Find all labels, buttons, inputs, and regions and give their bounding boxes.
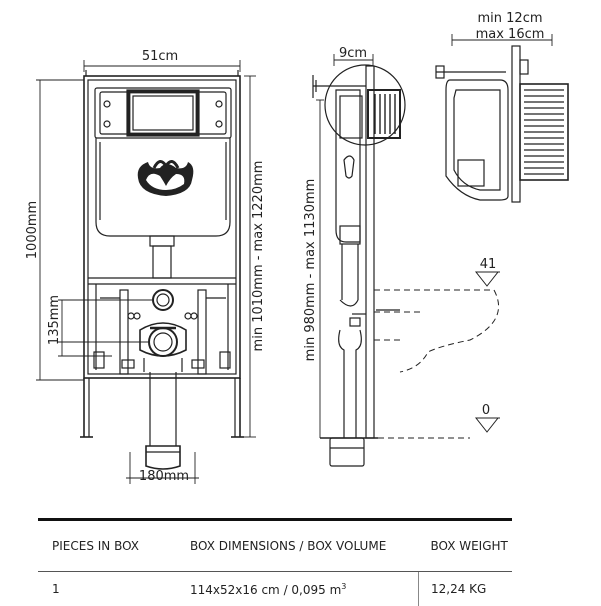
frame-height-label: 1000mm [25, 201, 40, 259]
technical-drawing: 51cm 1000mm min 1010mm - max 1220mm 135m… [0, 0, 601, 515]
level-0-label: 0 [482, 403, 490, 418]
drain-spacing-label: 180mm [139, 469, 189, 484]
plate-depth-max-label: max 16cm [476, 27, 545, 42]
flush-plate-detail [436, 34, 568, 202]
spec-table: PIECES IN BOX BOX DIMENSIONS / BOX VOLUM… [38, 518, 512, 606]
level-41-label: 41 [480, 257, 497, 272]
drain-height-label: 135mm [47, 295, 62, 345]
side-view [313, 54, 405, 466]
frame-width-label: 51cm [142, 49, 178, 64]
header-box-dimensions: BOX DIMENSIONS / BOX VOLUME [170, 520, 419, 572]
header-box-weight: BOX WEIGHT [419, 520, 513, 572]
brand-logo [138, 161, 194, 196]
drain-assembly [94, 284, 230, 469]
spec-table-header: PIECES IN BOX BOX DIMENSIONS / BOX VOLUM… [38, 520, 512, 572]
total-height-label: min 1010mm - max 1220mm [251, 161, 266, 352]
volume-exponent: 3 [341, 582, 346, 591]
header-pieces: PIECES IN BOX [38, 520, 170, 572]
depth-label: 9cm [339, 46, 367, 61]
pipe-height-label: min 980mm - max 1130mm [303, 179, 318, 362]
plate-depth-min-label: min 12cm [478, 11, 543, 26]
toilet-outline [374, 290, 499, 438]
box-dimensions-value: 114x52x16 cm / 0,095 m [190, 583, 341, 597]
